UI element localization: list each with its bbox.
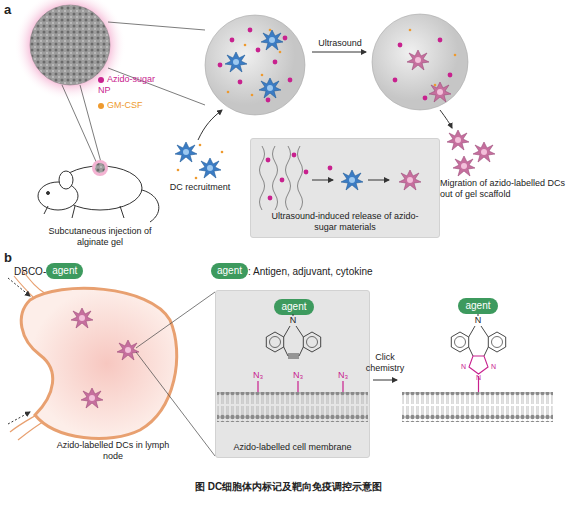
legend-swatch xyxy=(98,77,104,83)
membrane-right xyxy=(402,314,553,422)
agent-text: : Antigen, adjuvant, cytokine xyxy=(248,266,373,277)
legend-item: GM-CSF xyxy=(98,100,160,111)
legend-text: GM-CSF xyxy=(107,100,143,110)
dc-migration xyxy=(440,110,495,176)
release-illustration xyxy=(260,146,422,210)
legend-swatch xyxy=(98,103,104,109)
panel-letter: a xyxy=(4,2,18,17)
figure-caption: 图 DC细胞体内标记及靶向免疫调控示意图 xyxy=(0,480,577,494)
alginate-gel xyxy=(14,0,205,166)
membrane-left xyxy=(217,314,368,422)
annotation: N xyxy=(287,315,299,326)
agent-text: agent xyxy=(46,263,83,279)
annotation: Azido-labelled DCs in lymph node xyxy=(48,440,178,462)
agent-text: agent xyxy=(211,263,248,279)
agent-tag: DBCO-agent xyxy=(14,262,114,280)
annotation: N xyxy=(459,362,468,371)
annotation: Subcutaneous injection of alginate gel xyxy=(36,226,164,248)
dc-recruitment xyxy=(175,110,223,179)
gray-panel: Ultrasound-induced release of azido-suga… xyxy=(250,138,440,238)
annotation: DC recruitment xyxy=(162,182,238,193)
gel-after-ultrasound xyxy=(372,14,468,110)
agent-text: DBCO- xyxy=(14,266,46,277)
legend-item: Azido-sugar NP xyxy=(98,74,160,96)
annotation: N₃ xyxy=(288,370,308,381)
annotation: N xyxy=(474,373,483,382)
annotation: N xyxy=(472,315,484,326)
mouse-drawing xyxy=(38,160,159,222)
annotation: Click chemistry xyxy=(363,352,407,374)
panel-letter: b xyxy=(4,250,18,265)
ultrasound-arrow xyxy=(312,52,366,53)
agent-pill: agent xyxy=(458,298,498,314)
legend-text: Azido-sugar NP xyxy=(98,74,155,95)
agent-text: agent xyxy=(281,301,306,312)
panel-caption: Azido-labelled cell membrane xyxy=(233,442,351,453)
annotation: N₃ xyxy=(333,370,353,381)
annotation: Ultrasound xyxy=(310,38,370,49)
annotation: N xyxy=(489,362,498,371)
agent-text: agent xyxy=(465,300,490,311)
lymph-node xyxy=(8,270,215,456)
agent-tag: agent: Antigen, adjuvant, cytokine xyxy=(211,262,431,280)
gel-magnified xyxy=(205,15,305,115)
agent-pill: agent xyxy=(274,299,314,315)
annotation: Migration of azido-labelled DCs out of g… xyxy=(440,178,575,200)
annotation: N₃ xyxy=(248,370,268,381)
click-arrow xyxy=(373,380,397,381)
panel-caption: Ultrasound-induced release of azido-suga… xyxy=(270,211,420,233)
